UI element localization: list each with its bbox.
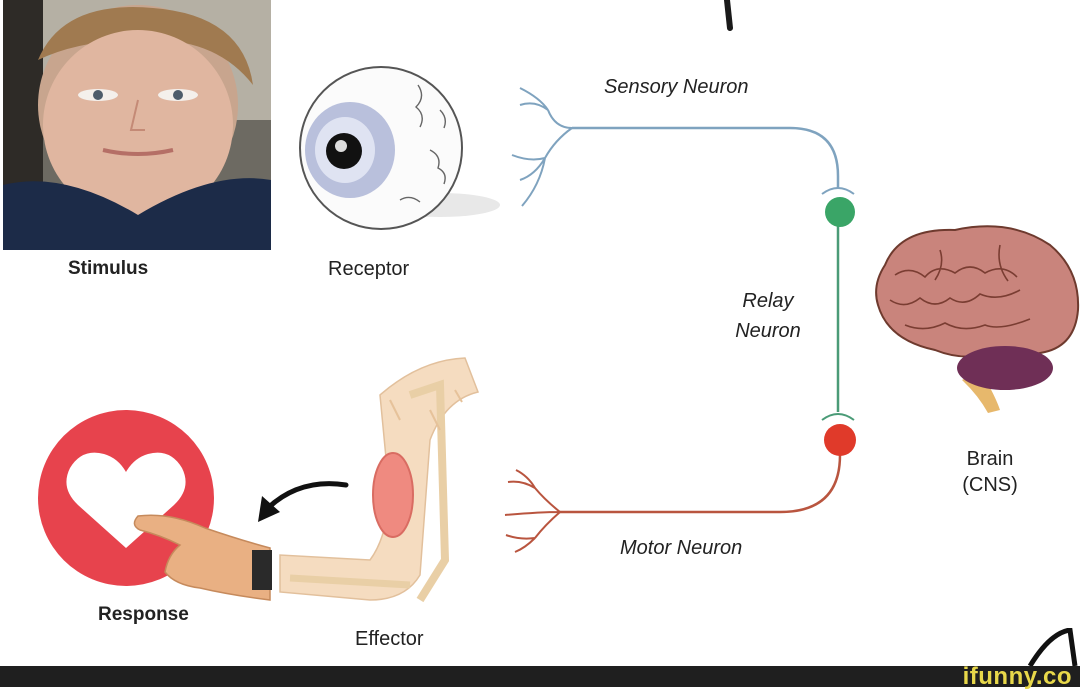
footer-bar bbox=[0, 666, 1080, 687]
relay-node bbox=[825, 197, 855, 227]
relay-neuron-label-line1: Relay bbox=[742, 290, 794, 312]
brain-label: Brain (CNS) bbox=[950, 446, 1030, 498]
response-label: Response bbox=[98, 604, 189, 625]
effector-label: Effector bbox=[355, 628, 424, 650]
heart-icon bbox=[38, 410, 214, 586]
sensory-neuron-label: Sensory Neuron bbox=[604, 76, 749, 98]
motor-neuron-label: Motor Neuron bbox=[620, 537, 743, 559]
arm-icon bbox=[279, 357, 480, 603]
brain-label-line2: (CNS) bbox=[962, 474, 1018, 496]
brain-label-line1: Brain bbox=[966, 448, 1014, 470]
motor-neuron-path bbox=[504, 424, 856, 553]
relay-neuron-label: Relay Neuron bbox=[718, 286, 818, 346]
relay-neuron-path bbox=[821, 197, 855, 421]
top-stroke bbox=[724, 0, 733, 31]
eye-icon bbox=[299, 66, 500, 230]
stimulus-label: Stimulus bbox=[68, 258, 149, 279]
receptor-label: Receptor bbox=[328, 258, 410, 280]
watermark-logo: ifunny.co bbox=[962, 663, 1072, 690]
finger-icon bbox=[133, 514, 272, 601]
sensory-neuron-path bbox=[511, 87, 855, 207]
corner-stroke bbox=[1027, 628, 1078, 668]
person-photo bbox=[3, 0, 271, 250]
brain-icon bbox=[875, 225, 1080, 413]
arrow-icon bbox=[258, 481, 349, 522]
motor-node bbox=[824, 424, 856, 456]
relay-neuron-label-line2: Neuron bbox=[735, 320, 801, 342]
